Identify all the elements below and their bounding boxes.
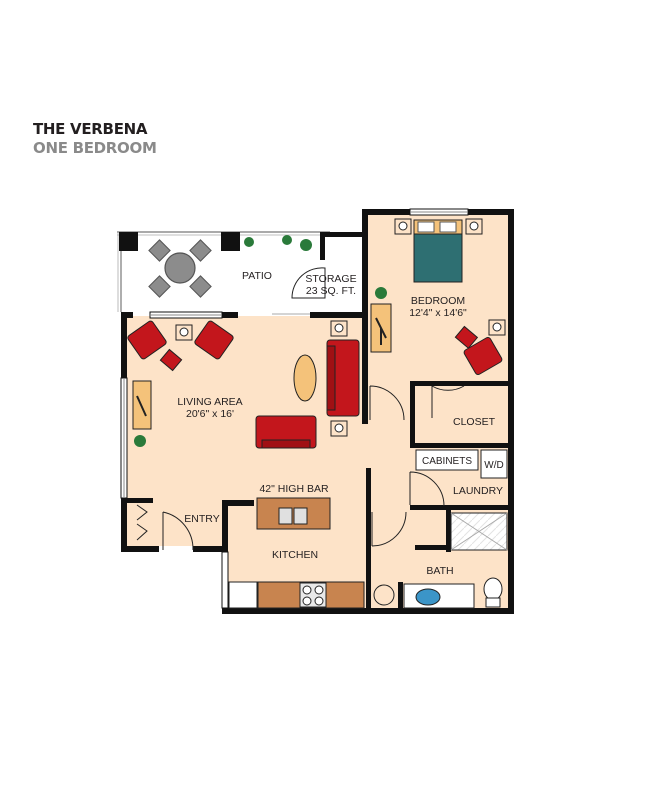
- wall: [366, 468, 371, 610]
- doors: [136, 267, 465, 551]
- plant-icon: [282, 235, 292, 245]
- wall: [193, 546, 226, 552]
- coat-closet-doors: [136, 504, 148, 541]
- label-entry: ENTRY: [184, 513, 219, 525]
- title-block: THE VERBENA ONE BEDROOM: [33, 120, 157, 158]
- label-patio: PATIO: [242, 270, 272, 282]
- laundry-door: [409, 471, 445, 507]
- label-living-size: 20'6" x 16': [186, 408, 234, 420]
- plant-icon: [300, 239, 312, 251]
- wall: [410, 443, 510, 448]
- label-storage-size: 23 SQ. FT.: [306, 285, 356, 297]
- plan-title: THE VERBENA: [33, 120, 148, 138]
- armchair: [194, 320, 234, 360]
- plant-icon: [134, 435, 146, 447]
- bedroom-door: [369, 385, 405, 421]
- label-bedroom: BEDROOM: [411, 295, 465, 307]
- label-storage: STORAGE: [305, 273, 356, 285]
- cabinets: [415, 449, 479, 471]
- bath-fixtures: [373, 449, 508, 609]
- patio-post: [221, 232, 240, 251]
- label-bath: BATH: [426, 565, 453, 577]
- refrigerator: [228, 581, 258, 609]
- bath-sink: [415, 588, 441, 606]
- wall: [310, 312, 368, 318]
- sink-basin: [293, 507, 308, 525]
- plant-icon: [244, 237, 254, 247]
- plan-subtitle: ONE BEDROOM: [33, 139, 157, 157]
- patio-chair: [148, 239, 171, 262]
- wall: [222, 500, 254, 506]
- coffee-table: [293, 354, 317, 402]
- living-furniture: [127, 320, 360, 449]
- wall: [320, 232, 325, 260]
- label-wd: W/D: [484, 460, 503, 471]
- ottoman: [159, 348, 183, 372]
- wall: [508, 209, 514, 614]
- ottoman: [454, 325, 479, 349]
- washer-dryer: [480, 449, 508, 479]
- wall: [415, 545, 451, 550]
- patio-table: [164, 252, 196, 284]
- windows: [120, 208, 469, 609]
- patio-table-set: [148, 239, 212, 298]
- patio-post: [119, 232, 138, 251]
- wall: [222, 608, 514, 614]
- label-cabinets: CABINETS: [422, 456, 472, 467]
- plant-icon: [375, 287, 387, 299]
- sink-basin: [278, 507, 293, 525]
- wall: [121, 498, 153, 503]
- entry-door: [162, 511, 194, 551]
- pillow: [439, 221, 457, 233]
- label-kitchen: KITCHEN: [272, 549, 318, 561]
- closet-door: [431, 385, 465, 418]
- patio-chair: [189, 239, 212, 262]
- patio-plants: [244, 235, 312, 251]
- label-bedroom-size: 12'4" x 14'6": [409, 307, 467, 319]
- wall: [320, 232, 362, 237]
- armchair: [463, 336, 503, 376]
- label-closet: CLOSET: [453, 416, 496, 428]
- bath-door: [371, 511, 407, 547]
- patio-chair: [189, 275, 212, 298]
- bedroom-furniture: [370, 218, 506, 376]
- wall: [410, 381, 510, 386]
- walls: [121, 209, 514, 614]
- armchair: [127, 320, 167, 360]
- label-high-bar: 42" HIGH BAR: [259, 483, 328, 495]
- patio-chair: [148, 275, 171, 298]
- toilet: [483, 577, 503, 601]
- wall: [410, 381, 415, 447]
- label-living-area: LIVING AREA: [177, 396, 242, 408]
- wall: [410, 505, 510, 510]
- label-laundry: LAUNDRY: [453, 485, 503, 497]
- wall: [121, 498, 127, 550]
- wall: [446, 510, 451, 552]
- wall: [121, 312, 127, 378]
- wall: [398, 582, 403, 610]
- pillow: [417, 221, 435, 233]
- wall: [121, 546, 159, 552]
- wall: [222, 312, 238, 318]
- water-heater: [373, 584, 395, 606]
- kitchen-fixtures: [228, 497, 365, 609]
- patio-area: [117, 231, 330, 315]
- storage-door: [291, 267, 326, 299]
